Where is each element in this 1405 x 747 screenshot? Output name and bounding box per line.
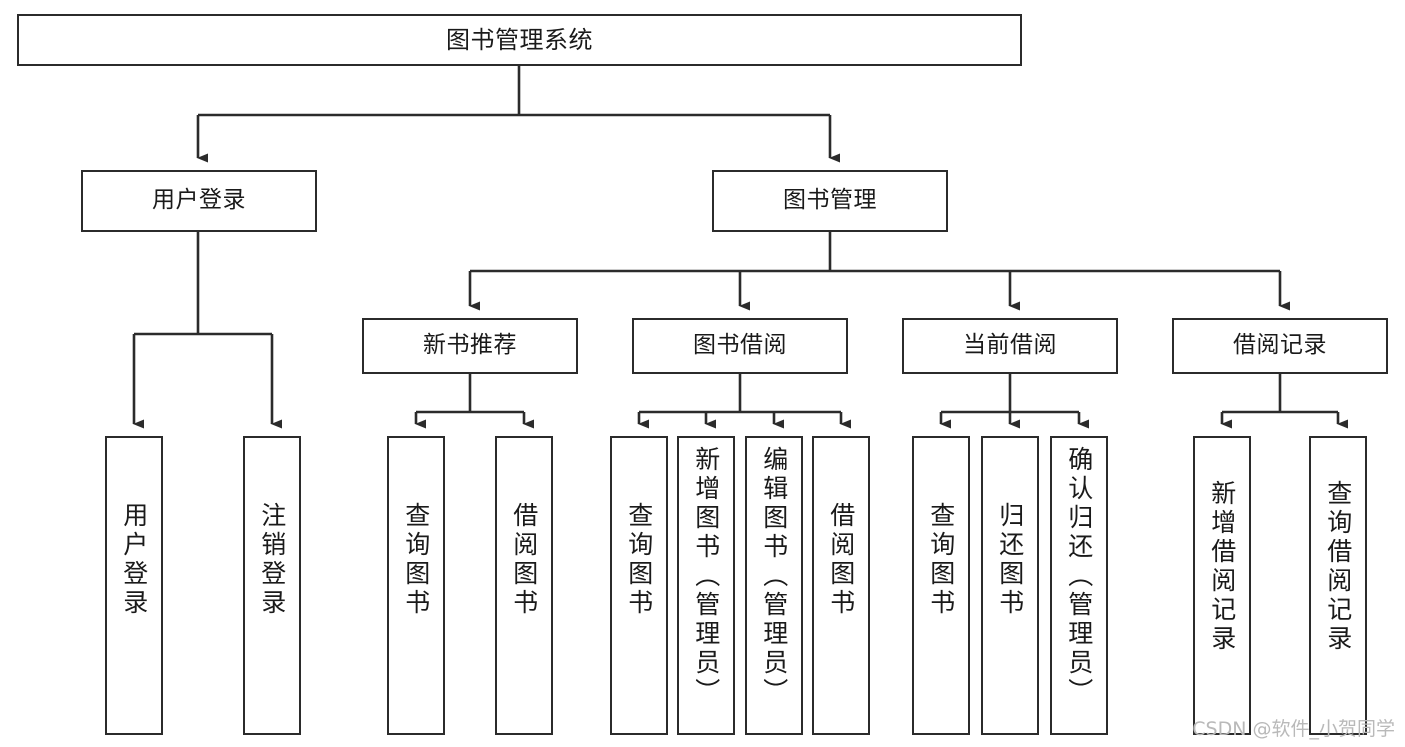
node-label: 注销登录 (257, 502, 287, 618)
node-label: 新书推荐 (423, 332, 517, 359)
node-label: 当前借阅 (963, 332, 1057, 359)
leaf-book-borrow-edit-book-admin[interactable]: 编辑图书（管理员） (745, 436, 803, 735)
node-borrow-record[interactable]: 借阅记录 (1172, 318, 1388, 374)
node-label: 归还图书 (995, 502, 1025, 618)
leaf-user-login-logout[interactable]: 注销登录 (243, 436, 301, 735)
node-label: 查询图书 (926, 502, 956, 618)
node-root-book-management-system[interactable]: 图书管理系统 (17, 14, 1022, 66)
leaf-book-borrow-borrow-books[interactable]: 借阅图书 (812, 436, 870, 735)
node-label: 借阅记录 (1233, 332, 1327, 359)
csdn-watermark: CSDN @软件_小贺同学 (1192, 718, 1395, 740)
node-label: 图书借阅 (693, 332, 787, 359)
node-label: 图书管理 (783, 187, 877, 214)
leaf-book-borrow-add-book-admin[interactable]: 新增图书（管理员） (677, 436, 735, 735)
leaf-borrow-record-add-record[interactable]: 新增借阅记录 (1193, 436, 1251, 735)
leaf-new-book-query-books[interactable]: 查询图书 (387, 436, 445, 735)
leaf-current-borrow-return-books[interactable]: 归还图书 (981, 436, 1039, 735)
leaf-borrow-record-query-record[interactable]: 查询借阅记录 (1309, 436, 1367, 735)
leaf-new-book-borrow-books[interactable]: 借阅图书 (495, 436, 553, 735)
node-label: 查询借阅记录 (1323, 480, 1353, 654)
node-label: 新增借阅记录 (1207, 480, 1237, 654)
leaf-current-borrow-confirm-return-admin[interactable]: 确认归还（管理员） (1050, 436, 1108, 735)
node-label: 新增图书（管理员） (691, 446, 721, 707)
node-label: 图书管理系统 (446, 25, 593, 54)
node-label: 查询图书 (624, 502, 654, 618)
leaf-user-login-login[interactable]: 用户登录 (105, 436, 163, 735)
node-book-management[interactable]: 图书管理 (712, 170, 948, 232)
node-current-borrow[interactable]: 当前借阅 (902, 318, 1118, 374)
node-label: 用户登录 (152, 187, 246, 214)
leaf-book-borrow-query-books[interactable]: 查询图书 (610, 436, 668, 735)
node-book-borrow[interactable]: 图书借阅 (632, 318, 848, 374)
leaf-current-borrow-query-books[interactable]: 查询图书 (912, 436, 970, 735)
node-label: 确认归还（管理员） (1064, 446, 1094, 707)
node-label: 用户登录 (119, 502, 149, 618)
node-user-login[interactable]: 用户登录 (81, 170, 317, 232)
node-label: 借阅图书 (826, 502, 856, 618)
node-new-book-recommendation[interactable]: 新书推荐 (362, 318, 578, 374)
node-label: 编辑图书（管理员） (759, 446, 789, 707)
node-label: 借阅图书 (509, 502, 539, 618)
node-label: 查询图书 (401, 502, 431, 618)
